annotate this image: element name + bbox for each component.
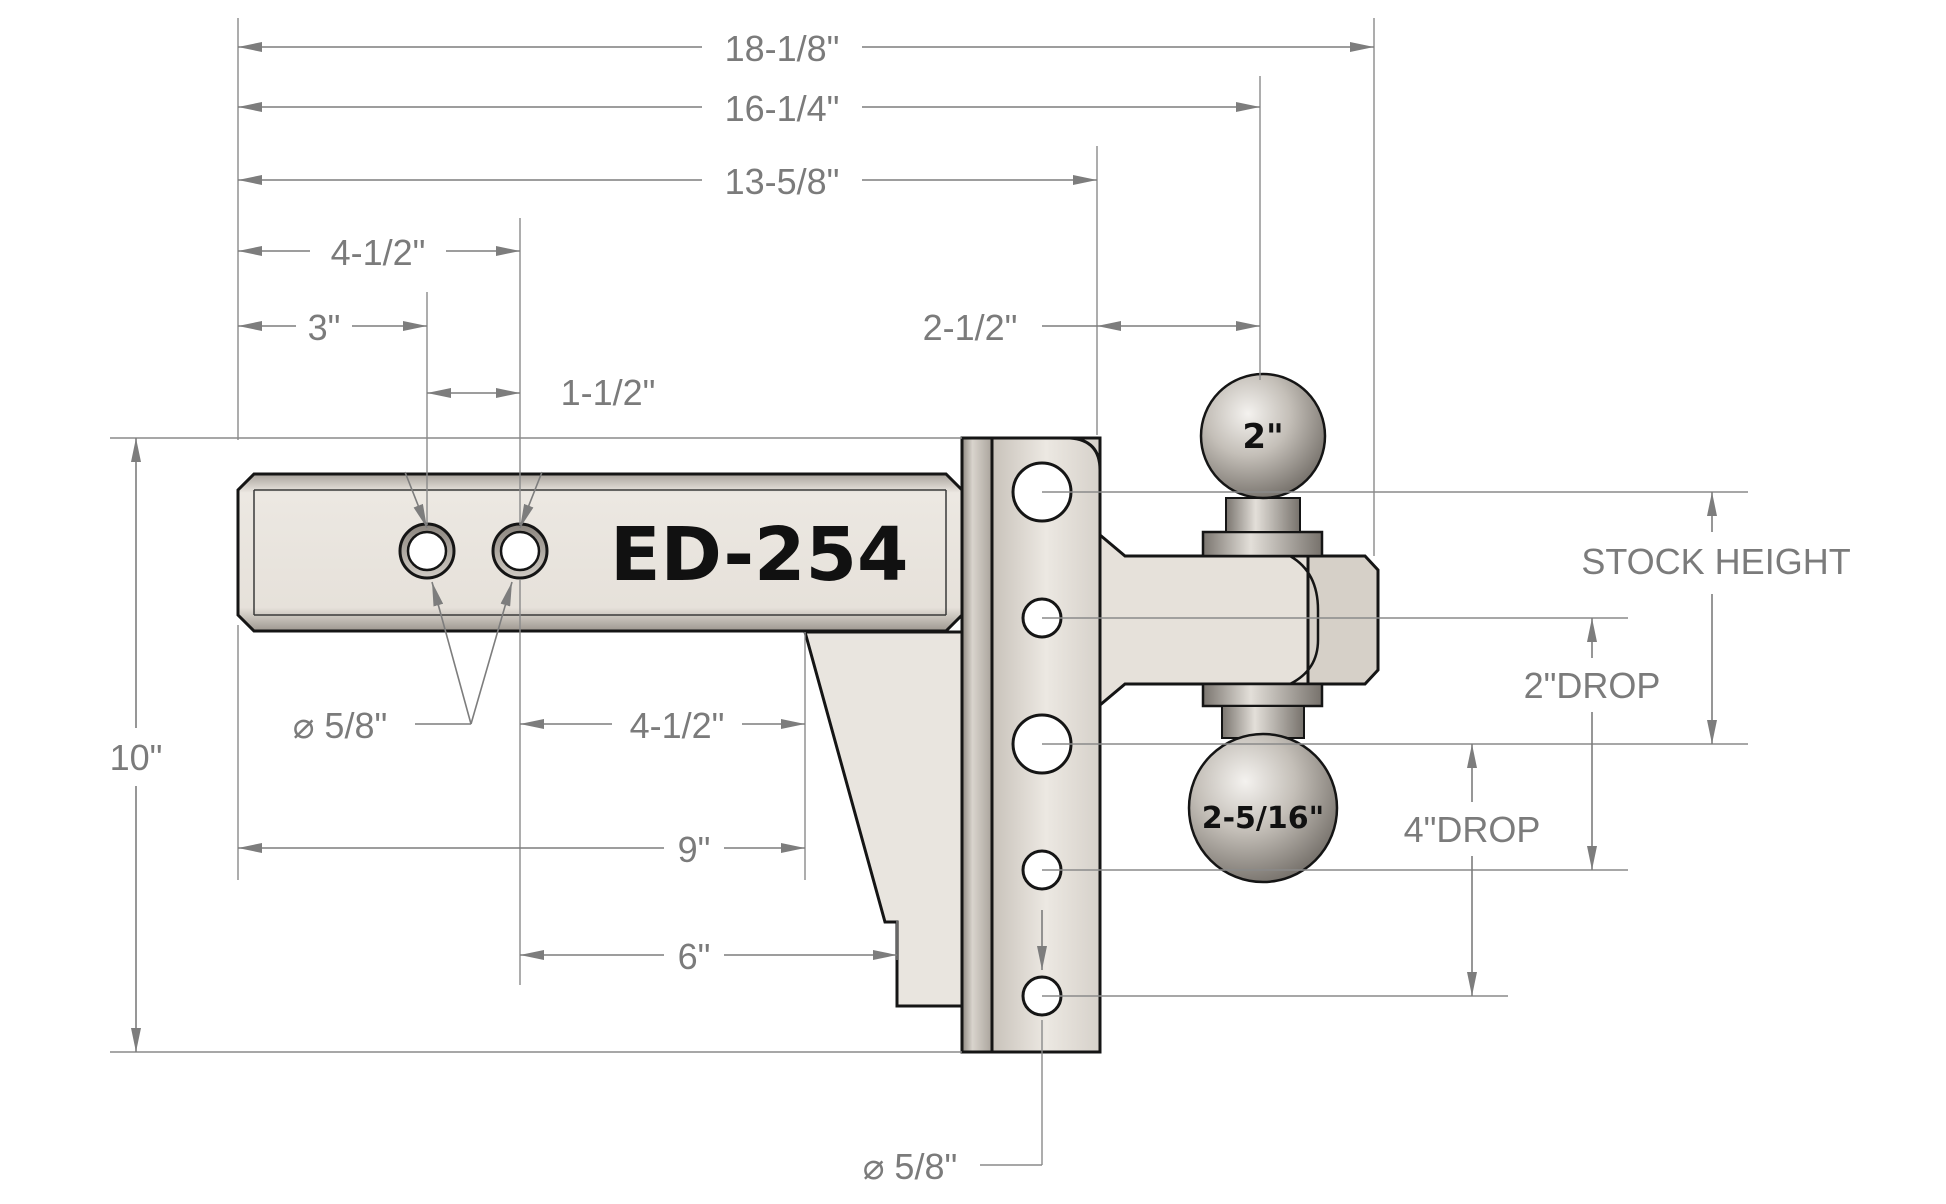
top-hitch-ball: 2" [1199,372,1327,558]
shank-tube-bevel [253,489,947,616]
dim-hole-to-gusset-base: 6" [678,936,711,977]
dim-drop-2: 2"DROP [1524,665,1661,706]
dim-overall-length: 18-1/8" [725,28,840,69]
mount-plate-corner [1069,436,1102,471]
dim-drop-4: 4"DROP [1404,809,1541,850]
bottom-ball-size: 2-5/16" [1202,801,1325,836]
ball-arm-curve [1289,554,1320,686]
bottom-hitch-ball: 2-5/16" [1187,682,1339,884]
dim-mount-hole-diameter: ⌀ 5/8" [863,1146,958,1187]
dim-stock-height: STOCK HEIGHT [1581,541,1850,582]
dim-to-second-hole: 4-1/2" [331,232,426,273]
dimension-lines [131,42,1717,1052]
top-ball-size: 2" [1242,417,1283,457]
dim-hole-spacing: 1-1/2" [561,372,656,413]
dim-end-to-gusset: 9" [678,829,711,870]
gusset-plate [803,630,964,1008]
dim-to-first-hole: 3" [308,307,341,348]
extension-lines [110,18,1748,1166]
dim-to-mount-face: 13-5/8" [725,161,840,202]
dim-total-height: 10" [110,737,163,778]
shank-hole-1 [398,522,456,580]
dimension-labels: 18-1/8" 16-1/4" 13-5/8" 4-1/2" 3" 1-1/2"… [110,28,1851,1187]
dim-rise-offset: 2-1/2" [923,307,1018,348]
ball-arm [1098,531,1310,709]
dim-hole-to-gusset: 4-1/2" [630,705,725,746]
dim-shank-hole-diameter: ⌀ 5/8" [293,705,388,746]
shank-hole-2 [491,522,549,580]
dim-to-ball-center: 16-1/4" [725,88,840,129]
model-label: ED-254 [610,512,909,598]
hitch-parts: ED-254 2" 2-5/16" [236,372,1380,1054]
vertical-mount-bar [960,436,994,1054]
